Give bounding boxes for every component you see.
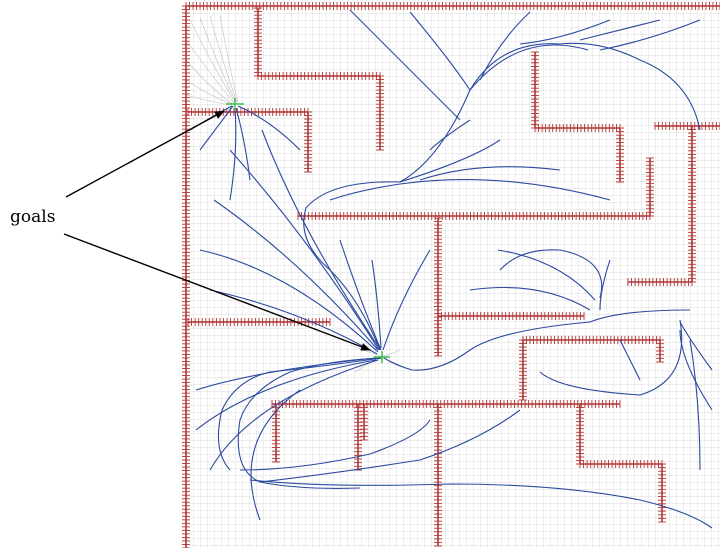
- arrow-to-lower-goal: [63, 233, 371, 351]
- trajectory: [599, 259, 611, 311]
- trajectory: [579, 19, 661, 41]
- trajectory: [539, 319, 683, 396]
- trajectory: [303, 44, 589, 351]
- trajectory: [250, 389, 301, 521]
- trajectory: [689, 339, 701, 471]
- trajectory: [199, 105, 234, 151]
- trajectory: [469, 286, 591, 311]
- trajectory: [371, 259, 382, 349]
- wall-segment: [304, 111, 312, 173]
- wall-segment: [656, 339, 664, 363]
- warped-grid-upper: [185, 15, 239, 106]
- wall-segment: [522, 336, 661, 344]
- trajectory: [259, 409, 521, 483]
- goal-marker-upper: [226, 98, 244, 110]
- trajectory: [429, 119, 471, 151]
- wall-segment: [185, 2, 720, 10]
- trajectory: [229, 107, 237, 201]
- wall-segment: [434, 403, 442, 547]
- wall-segment: [257, 72, 381, 80]
- trajectory: [249, 479, 713, 529]
- wall-segment: [646, 157, 654, 217]
- goal-marker-lower: [374, 351, 390, 363]
- wall-segment: [654, 122, 720, 130]
- trajectory: [349, 9, 461, 121]
- trajectory: [329, 183, 401, 201]
- wall-segment: [437, 312, 585, 320]
- trajectory: [235, 107, 251, 181]
- trajectory: [209, 289, 378, 355]
- trajectory: [209, 359, 379, 471]
- trajectory: [239, 419, 431, 471]
- trajectory: [339, 239, 382, 351]
- trajectory: [409, 11, 471, 91]
- trajectory: [619, 339, 641, 381]
- trajectory: [497, 249, 596, 301]
- wall-segment: [576, 403, 584, 465]
- trajectory: [217, 357, 383, 471]
- trajectory: [679, 321, 713, 371]
- wall-segment: [376, 75, 384, 151]
- wall-segment: [182, 5, 190, 548]
- wall-segment: [297, 212, 651, 220]
- wall-segment: [519, 339, 527, 401]
- trajectory: [195, 359, 377, 431]
- trajectory: [599, 19, 701, 51]
- trajectory: [199, 249, 379, 353]
- wall-segment: [187, 318, 331, 326]
- maze-walls: [182, 2, 720, 548]
- trajectory: [419, 166, 561, 181]
- goals-label: goals: [10, 207, 55, 227]
- wall-segment: [616, 127, 624, 183]
- wall-segment: [534, 124, 621, 132]
- wall-segment: [434, 217, 442, 357]
- trajectory: [479, 11, 531, 81]
- wall-segment: [187, 108, 309, 116]
- trajectory: [399, 139, 501, 183]
- trajectory: [499, 249, 603, 299]
- wall-segment: [579, 460, 663, 468]
- trajectory: [195, 357, 377, 391]
- trajectory: [382, 249, 431, 351]
- wall-segment: [254, 7, 262, 77]
- trajectory: [213, 199, 379, 351]
- trajectories: [189, 9, 713, 529]
- trajectory: [383, 309, 691, 371]
- wall-segment: [627, 278, 693, 286]
- arrow-to-upper-goal: [65, 110, 225, 198]
- grid: [185, 6, 720, 548]
- trajectory: [261, 129, 381, 350]
- wall-segment: [658, 463, 666, 523]
- trajectory: [469, 42, 701, 131]
- trajectory: [399, 179, 611, 201]
- trajectory: [237, 105, 301, 151]
- trajectory: [679, 329, 713, 411]
- trajectory: [229, 149, 380, 351]
- trajectory: [519, 19, 611, 45]
